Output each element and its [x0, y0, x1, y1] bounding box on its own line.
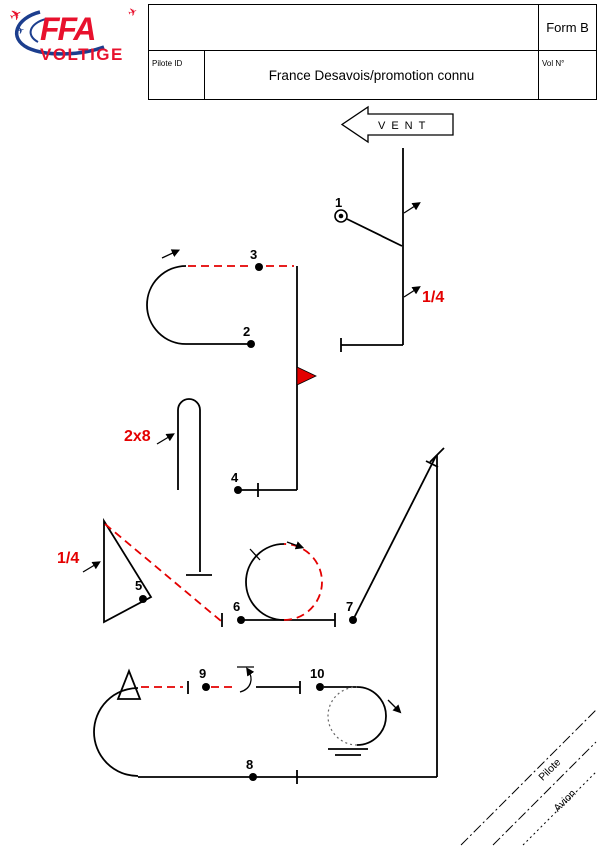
loop-direction-arrow-icon — [387, 699, 402, 714]
form-b-cell: Form B — [538, 5, 596, 50]
direction-arrow-icon — [161, 249, 181, 259]
start-marker-dot — [338, 213, 344, 219]
loop-arc-dotted — [327, 686, 358, 746]
loop-tick — [249, 548, 261, 561]
figure-dot — [316, 683, 324, 691]
triangle-symbol — [103, 517, 153, 624]
figure-number: 5 — [135, 578, 142, 593]
figure-dot — [139, 595, 147, 603]
figure-1: 1 1/4 — [334, 148, 444, 352]
figure-5: 1/4 5 — [57, 517, 222, 624]
header-bottom-row: Pilote ID France Desavois/promotion conn… — [149, 51, 596, 100]
spin-triangle-symbol — [116, 668, 142, 700]
figure-7: 7 — [346, 447, 445, 777]
figure-2-3: 3 2 — [146, 247, 317, 490]
figure-6: 6 — [221, 541, 336, 627]
pilote-signature-label: Pilote — [536, 756, 563, 783]
half-roll-arrow-icon — [239, 667, 255, 693]
figure-dot — [202, 683, 210, 691]
figure-number: 1 — [335, 195, 342, 210]
figure-number: 10 — [310, 666, 324, 681]
figure-number: 9 — [199, 666, 206, 681]
red-flag-icon — [296, 366, 317, 386]
signature-line — [522, 771, 597, 846]
logo-swoosh-inner — [29, 18, 47, 43]
signature-line — [492, 741, 597, 846]
figure-number: 4 — [231, 470, 239, 485]
pilote-id-label: Pilote ID — [152, 59, 183, 68]
quarter-roll-arrow-icon — [403, 286, 421, 298]
vol-number-label: Vol N° — [542, 59, 565, 68]
vol-number-cell: Vol N° — [538, 51, 596, 100]
loop-arc-solid — [245, 543, 285, 621]
signature-block: Pilote Avion — [460, 709, 597, 846]
figure-dot — [247, 340, 255, 348]
loop-arc-solid — [356, 686, 387, 746]
ffa-voltige-logo: ✈ ✈ ✈ FFA VOLTIGE — [4, 2, 152, 66]
figure-dot — [249, 773, 257, 781]
header-box: Form B Pilote ID France Desavois/promoti… — [148, 4, 597, 100]
loop-direction-arrow-icon — [286, 541, 305, 550]
wind-label: VENT — [378, 120, 431, 132]
loop-arc-inverted — [283, 543, 323, 621]
figure-number: 7 — [346, 599, 353, 614]
avion-signature-label: Avion — [551, 787, 578, 814]
figure-dot — [255, 263, 263, 271]
direction-arrow-icon — [156, 433, 175, 445]
header-top-row: Form B — [149, 5, 596, 51]
wind-arrow: VENT — [340, 105, 454, 144]
quarter-roll-annotation: 1/4 — [422, 289, 444, 306]
form-b-label: Form B — [546, 20, 589, 35]
quarter-roll-annotation: 1/4 — [57, 550, 79, 567]
figure-number: 2 — [243, 324, 250, 339]
logo-plane-right-icon: ✈ — [127, 6, 140, 20]
tall-loop — [177, 398, 201, 572]
entry-line — [346, 218, 403, 247]
line-tick — [425, 460, 439, 468]
figure-number: 3 — [250, 247, 257, 262]
figure-number: 8 — [246, 757, 253, 772]
figure-10: 10 — [310, 666, 402, 756]
logo-plane-blue-icon: ✈ — [15, 25, 26, 38]
wind-arrow-outline — [340, 105, 454, 144]
logo-voltige-text: VOLTIGE — [40, 45, 124, 64]
signature-line — [460, 709, 597, 846]
sequence-title: France Desavois/promotion connu — [268, 68, 475, 83]
inverted-diagonal-line — [104, 523, 222, 622]
logo-ffa-text: FFA — [40, 11, 94, 47]
repetition-annotation: 2x8 — [124, 428, 151, 445]
half-loop-arc — [146, 265, 187, 345]
diagonal-line — [352, 455, 437, 621]
figure-number: 6 — [233, 599, 240, 614]
figure-4: 2x8 4 — [124, 398, 297, 576]
pilote-id-cell: Pilote ID — [149, 51, 205, 100]
roll-arrow-icon — [403, 202, 421, 214]
logo-swoosh — [15, 10, 105, 56]
direction-arrow-icon — [82, 561, 101, 573]
half-loop-arc — [93, 687, 139, 777]
figure-8-9: 9 8 — [93, 666, 437, 784]
